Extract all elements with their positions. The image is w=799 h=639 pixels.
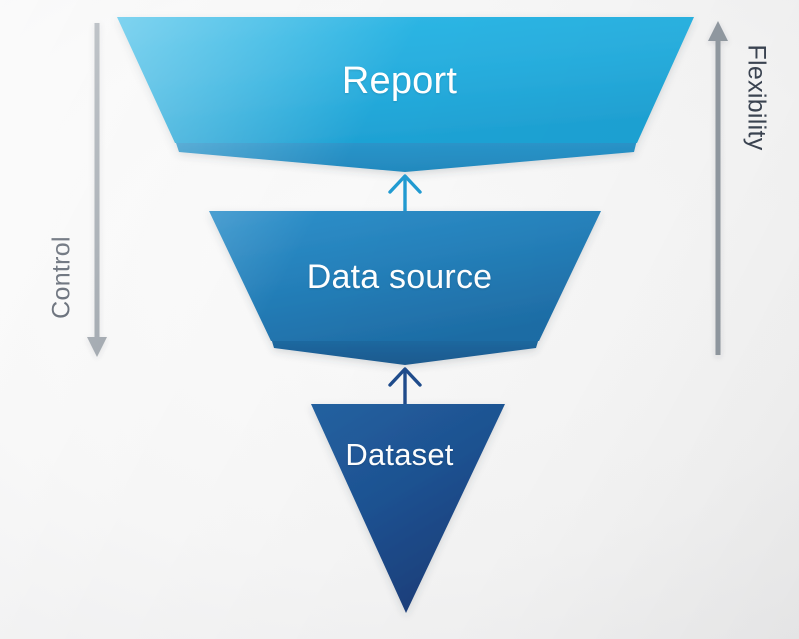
axis-label-control: Control: [47, 236, 76, 319]
data-source-bevel: [271, 338, 539, 365]
report-shape: [117, 17, 694, 143]
level-dataset[interactable]: [311, 404, 505, 613]
axis-control-arrowhead: [87, 337, 107, 357]
axis-flexibility: [708, 21, 728, 355]
axis-label-flexibility: Flexibility: [742, 44, 771, 151]
data-source-shape: [209, 211, 601, 341]
connector-datasource-to-report: [388, 174, 422, 212]
report-bevel: [175, 140, 637, 172]
level-report[interactable]: [117, 17, 694, 172]
axis-flexibility-arrowhead: [708, 21, 728, 41]
dataset-shape: [311, 404, 505, 613]
level-data-source[interactable]: [209, 211, 601, 365]
axis-control: [87, 23, 107, 357]
connector-dataset-to-datasource: [388, 367, 422, 405]
